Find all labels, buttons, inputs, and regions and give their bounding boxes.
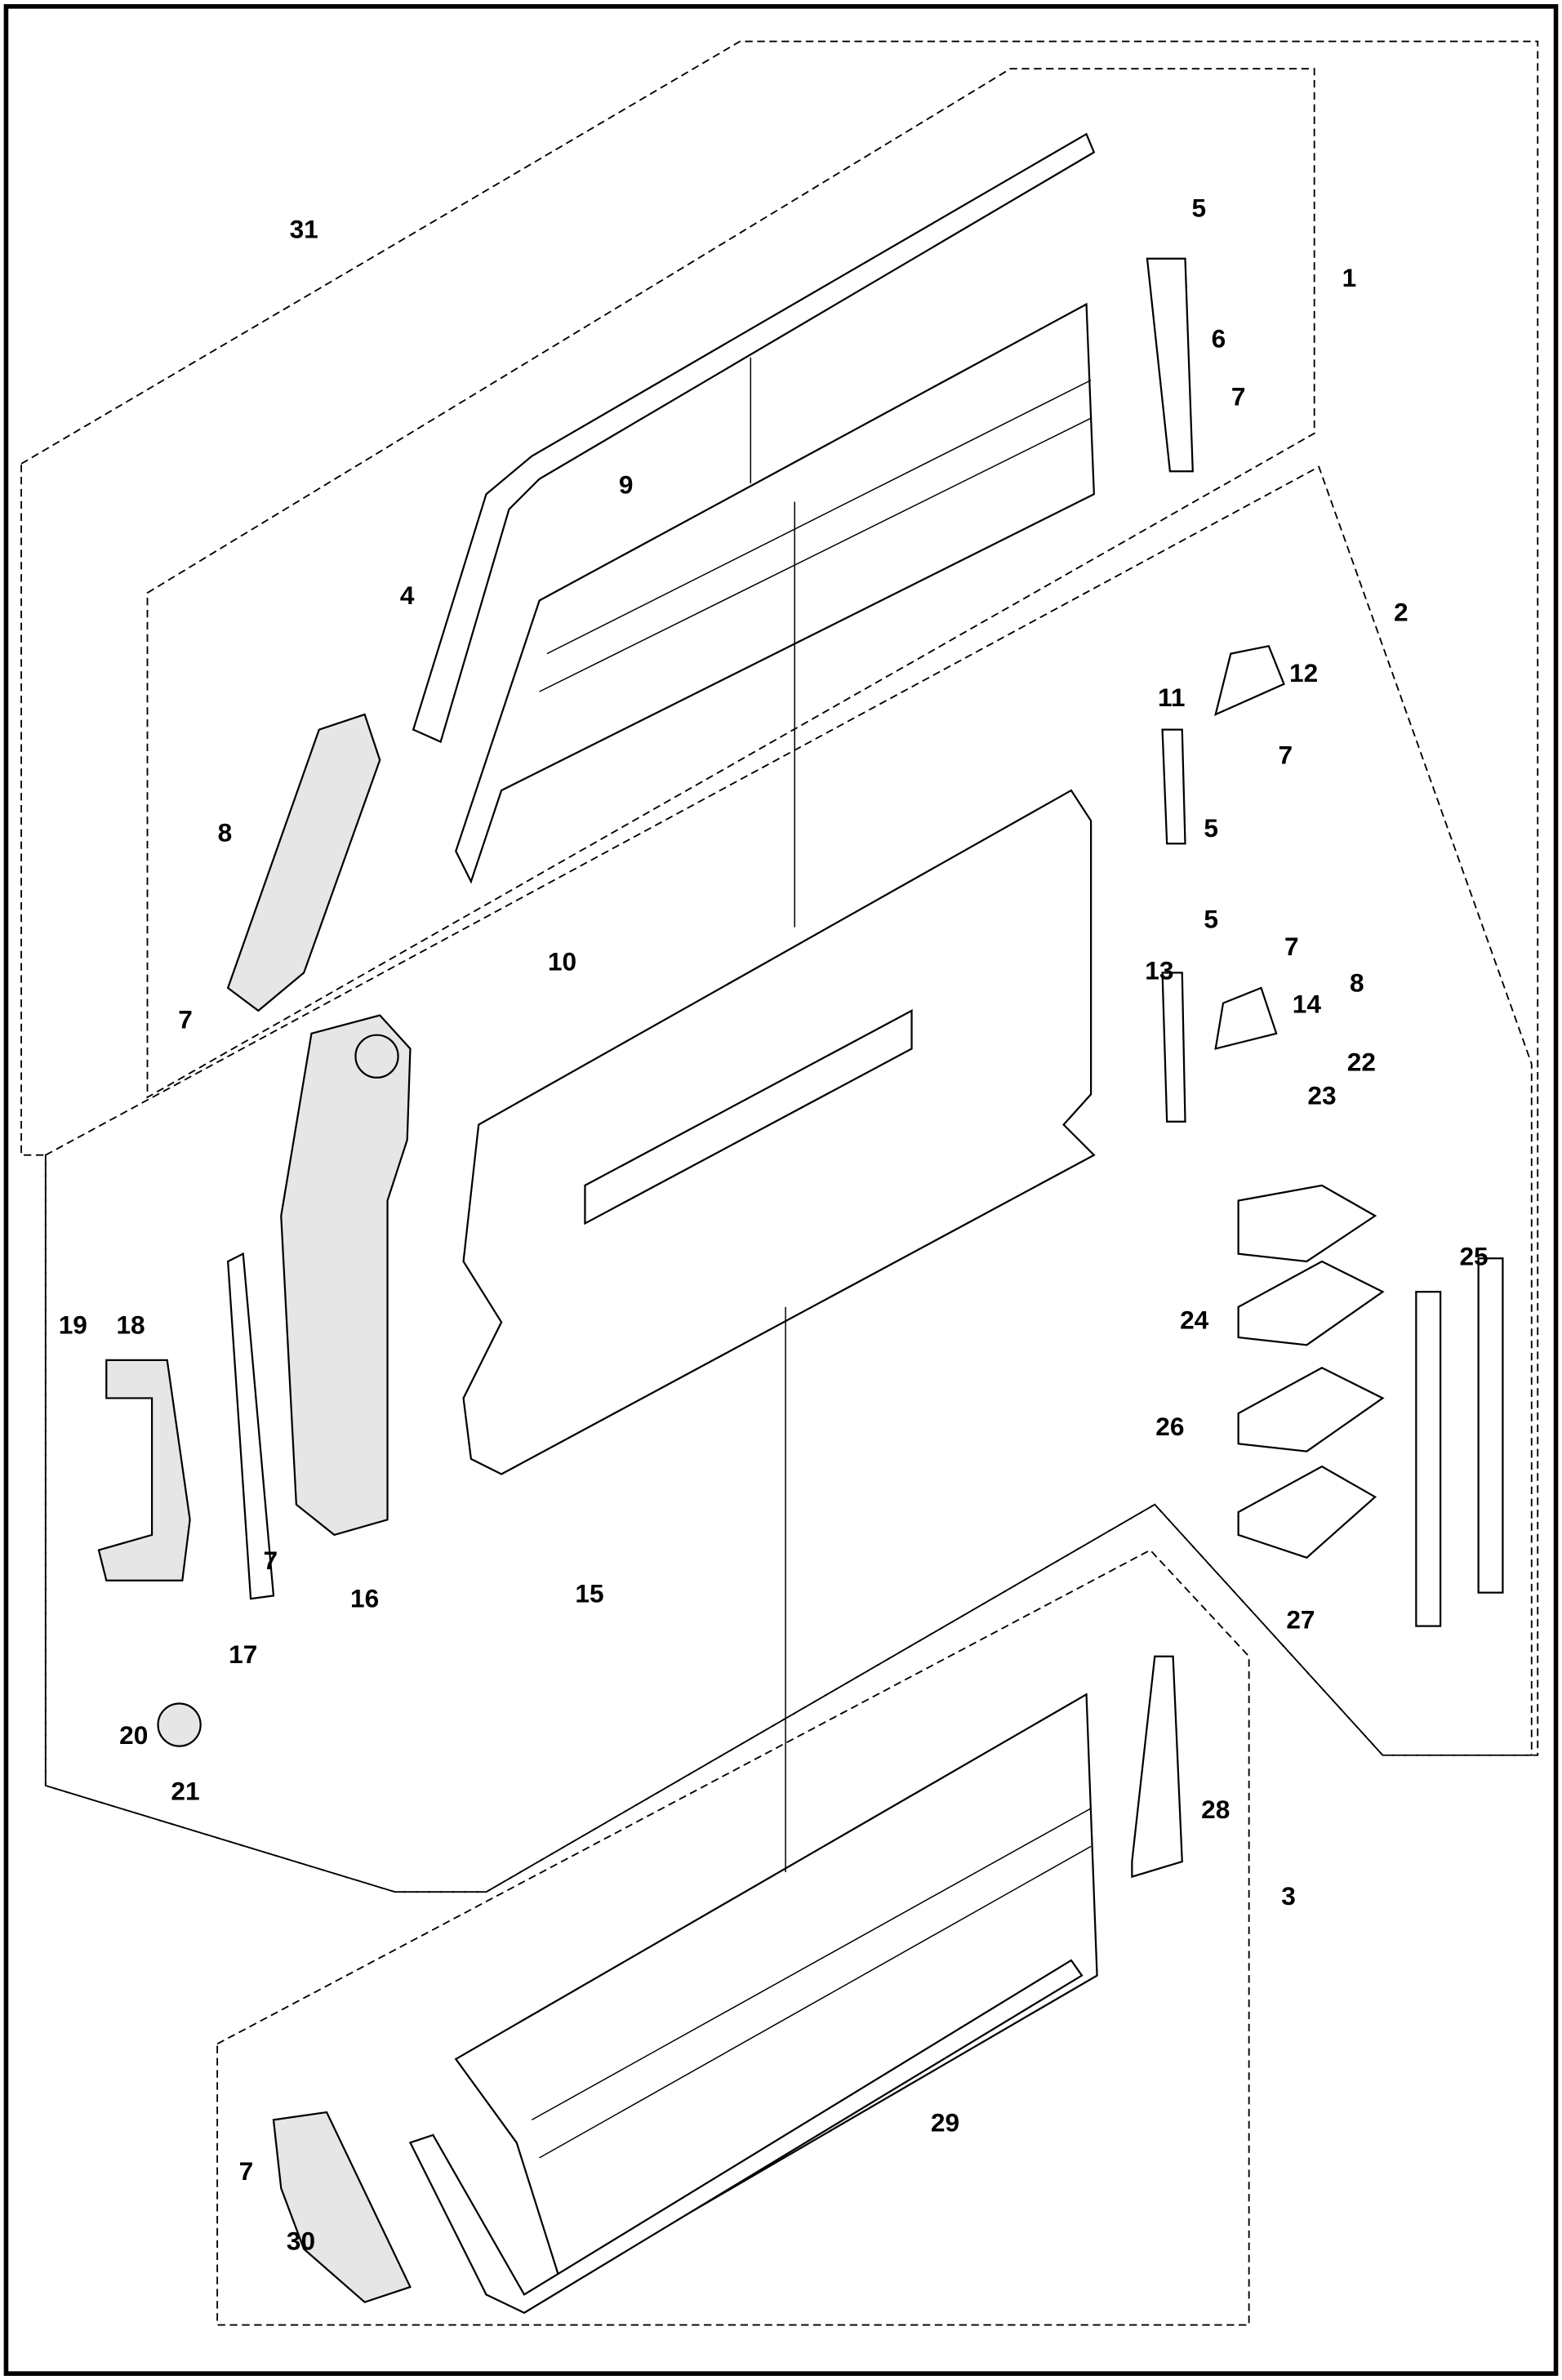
callout-29: 29 [931, 2107, 959, 2137]
callout-7: 7 [1279, 741, 1293, 770]
part-8-end-cap [226, 713, 381, 1012]
callout-28: 28 [1201, 1795, 1230, 1824]
part-1-rail-panel [455, 302, 1095, 884]
callout-5: 5 [1204, 813, 1218, 843]
part-28-bracket [1131, 1655, 1183, 1879]
callout-17: 17 [229, 1639, 257, 1669]
part-17-strip [226, 1252, 275, 1600]
callout-30: 30 [287, 2226, 315, 2255]
part-27-hinge [1237, 1465, 1377, 1559]
group-3-boundary [216, 1549, 1250, 2326]
callout-13: 13 [1145, 956, 1173, 985]
part-24-hinge [1237, 1260, 1385, 1346]
part-23-hinge [1237, 1184, 1377, 1263]
callout-15: 15 [575, 1579, 603, 1608]
part-3-rail-panel [454, 1693, 1098, 2289]
callout-8: 8 [218, 817, 233, 847]
callout-3: 3 [1281, 1881, 1296, 1911]
part-13-bracket [1161, 972, 1186, 1123]
rail-groove [539, 1845, 1092, 2159]
callout-2: 2 [1394, 598, 1408, 627]
knob [354, 1034, 399, 1079]
callout-31: 31 [290, 215, 318, 244]
part-11-bracket [1161, 728, 1186, 845]
callout-7: 7 [178, 1004, 193, 1034]
part-30-end-cap [272, 2111, 412, 2303]
callout-26: 26 [1155, 1412, 1184, 1441]
part-12-clip [1214, 645, 1285, 716]
callout-9: 9 [619, 469, 634, 499]
callout-18: 18 [116, 1310, 145, 1339]
callout-23: 23 [1307, 1080, 1336, 1110]
callout-8: 8 [1350, 968, 1364, 998]
callout-12: 12 [1289, 658, 1318, 687]
callout-7: 7 [1231, 381, 1246, 411]
callout-22: 22 [1347, 1047, 1376, 1076]
part-21-knob [157, 1702, 202, 1747]
callout-21: 21 [171, 1777, 199, 1806]
part-14-clip [1214, 986, 1278, 1050]
callout-10: 10 [548, 947, 576, 976]
part-6-bracket [1146, 257, 1194, 473]
callout-4: 4 [400, 581, 415, 610]
callout-1: 1 [1342, 263, 1357, 292]
callout-20: 20 [119, 1720, 148, 1750]
part-29-trim [408, 1959, 1084, 2314]
rail-groove [539, 417, 1092, 692]
part-25-rod [1477, 1257, 1504, 1594]
outer-border [3, 4, 1559, 2376]
part-25-rod [1415, 1291, 1442, 1627]
callout-7: 7 [1284, 932, 1299, 961]
callout-16: 16 [350, 1583, 379, 1613]
callout-24: 24 [1180, 1306, 1209, 1335]
callout-7: 7 [263, 1546, 278, 1575]
callout-19: 19 [59, 1310, 87, 1339]
rail-groove [531, 1808, 1092, 2121]
rail-groove [546, 379, 1092, 655]
part-18-handle [97, 1359, 191, 1581]
callout-5: 5 [1191, 194, 1206, 223]
group-1-boundary [146, 68, 1315, 1099]
part-26-hinge [1237, 1366, 1385, 1452]
callout-7: 7 [239, 2156, 254, 2186]
main-panel [462, 789, 1096, 1475]
part-16-housing [280, 1014, 412, 1537]
callout-27: 27 [1286, 1604, 1315, 1634]
panel-slot [584, 1009, 913, 1226]
callout-11: 11 [1158, 683, 1185, 712]
callout-5: 5 [1204, 904, 1218, 933]
callout-6: 6 [1212, 324, 1226, 354]
group-2-boundary [44, 465, 1533, 1893]
part-4-trim [412, 132, 1096, 744]
callout-14: 14 [1293, 990, 1322, 1019]
callout-25: 25 [1459, 1242, 1488, 1271]
